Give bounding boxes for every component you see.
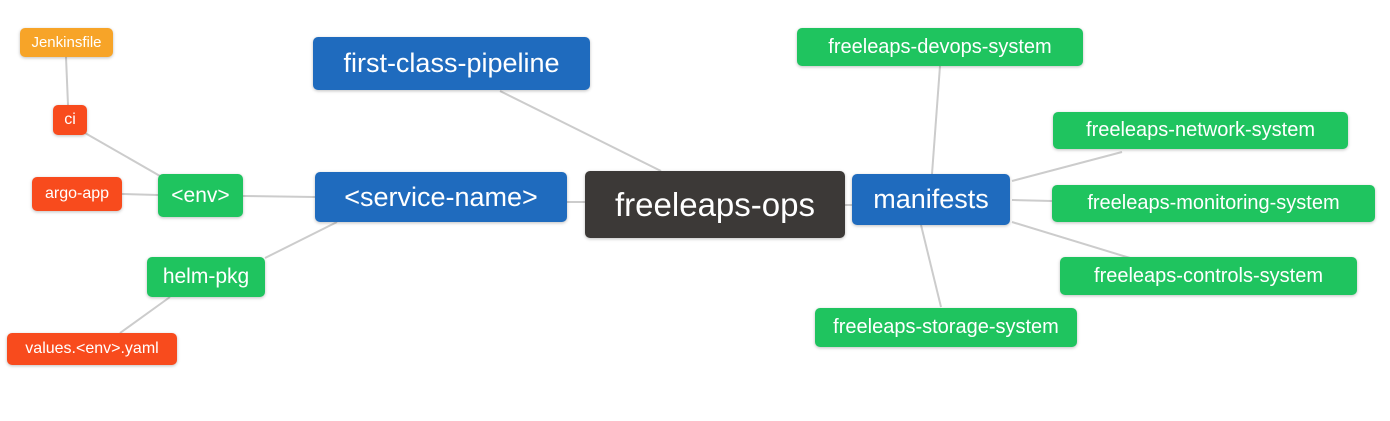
edge-pipeline-ops: [499, 90, 662, 172]
node-helm-pkg[interactable]: helm-pkg: [147, 257, 265, 297]
node-ci[interactable]: ci: [53, 105, 87, 135]
node-first-class-pipeline[interactable]: first-class-pipeline: [313, 37, 590, 90]
edge-jenkinsfile-ci: [65, 56, 69, 106]
edge-argoapp-env: [121, 193, 159, 196]
node-freeleaps-network-system[interactable]: freeleaps-network-system: [1053, 112, 1348, 149]
edge-manifests-network: [1011, 151, 1123, 182]
node-manifests[interactable]: manifests: [852, 174, 1010, 225]
node-freeleaps-monitoring-system[interactable]: freeleaps-monitoring-system: [1052, 185, 1375, 222]
node-env[interactable]: <env>: [158, 174, 243, 217]
node-values-env-yaml[interactable]: values.<env>.yaml: [7, 333, 177, 365]
edge-env-servicename: [242, 195, 316, 198]
edge-manifests-monitoring: [1011, 199, 1053, 202]
node-argo-app[interactable]: argo-app: [32, 177, 122, 211]
edge-manifests-controls: [1011, 221, 1131, 259]
node-freeleaps-ops-root[interactable]: freeleaps-ops: [585, 171, 845, 238]
edge-manifests-storage: [920, 224, 942, 308]
node-service-name[interactable]: <service-name>: [315, 172, 567, 222]
node-jenkinsfile[interactable]: Jenkinsfile: [20, 28, 113, 57]
edge-values-helmpkg: [119, 296, 171, 334]
node-freeleaps-controls-system[interactable]: freeleaps-controls-system: [1060, 257, 1357, 295]
edge-ci-env: [84, 132, 161, 177]
edge-helmpkg-servicename: [264, 221, 338, 259]
node-freeleaps-devops-system[interactable]: freeleaps-devops-system: [797, 28, 1083, 66]
node-freeleaps-storage-system[interactable]: freeleaps-storage-system: [815, 308, 1077, 347]
edge-devops-manifests: [931, 65, 941, 175]
